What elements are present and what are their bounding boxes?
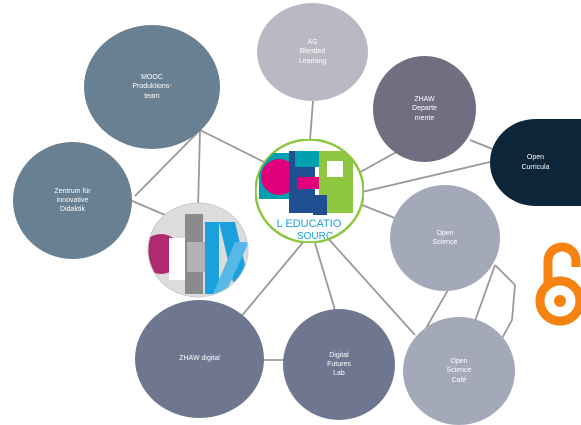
oer-logo-text-line1: L EDUCATIO bbox=[277, 218, 342, 230]
node-digital-futures-lab[interactable]: Digital Futures Lab bbox=[283, 309, 395, 420]
edge-mooc-edx bbox=[197, 129, 201, 211]
edge-zid-edx bbox=[129, 199, 166, 216]
node-open-science[interactable]: Open Science bbox=[390, 185, 500, 291]
edge-osc-hub bbox=[324, 234, 416, 336]
node-mooc-produktionsteam[interactable]: MOOC Produktions- team bbox=[84, 25, 220, 149]
oer-logo-text-line2: SOURC bbox=[297, 231, 333, 242]
edge-osc-os bbox=[424, 289, 449, 331]
edge-dfl-hub bbox=[314, 242, 336, 311]
node-zhaw-digital[interactable]: ZHAW digital bbox=[135, 300, 264, 418]
edge-dep-hub bbox=[354, 149, 401, 176]
node-ag-blended-learning[interactable]: AG Blended Learning bbox=[257, 3, 368, 101]
node-zhaw-departemente[interactable]: ZHAW Departe mente bbox=[373, 56, 476, 162]
edge-ag-hub bbox=[309, 100, 314, 141]
edge-oc-hub bbox=[361, 161, 491, 193]
edge-dep-oc bbox=[469, 139, 496, 151]
oer-logo[interactable]: L EDUCATIO SOURC bbox=[255, 139, 364, 243]
node-zentrum-innovative-didaktik[interactable]: Zentrum für innovative Didaktik bbox=[13, 142, 132, 259]
open-access-lock-icon bbox=[535, 242, 581, 326]
node-open-curricula[interactable]: Open Curricula bbox=[490, 119, 581, 206]
node-open-science-cafe[interactable]: Open Science Café bbox=[403, 317, 515, 425]
edge-zdig-hub bbox=[239, 239, 306, 319]
edge-mooc-zid bbox=[134, 129, 201, 197]
edx-logo[interactable] bbox=[147, 202, 249, 298]
